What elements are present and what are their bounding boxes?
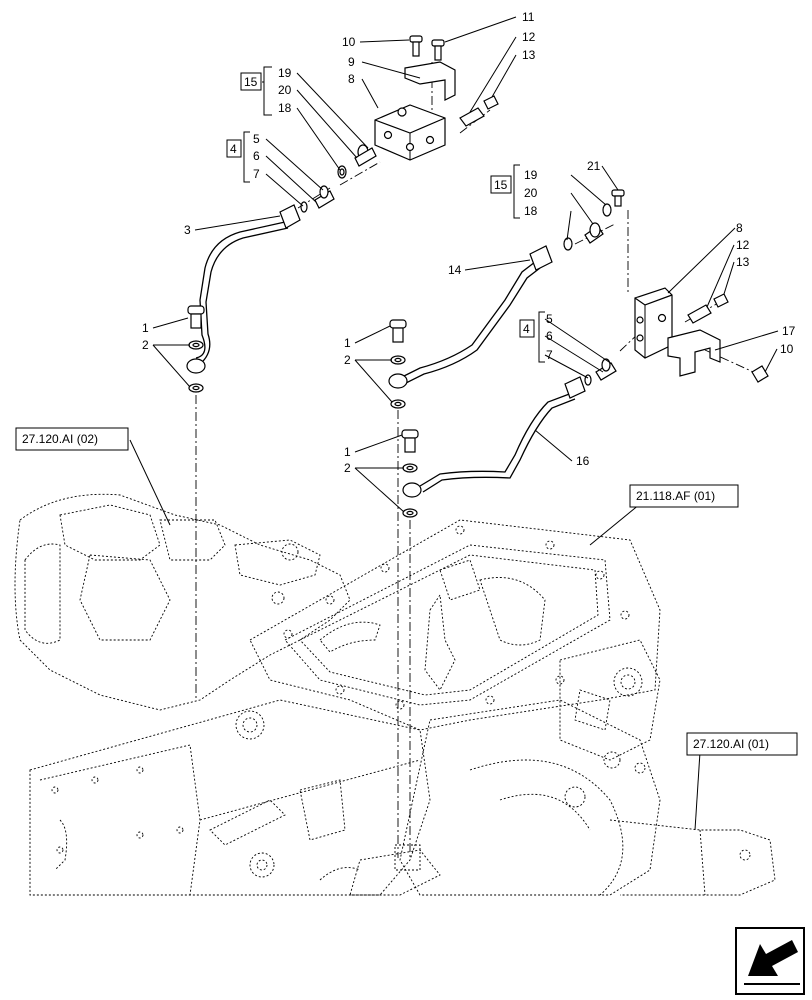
callout-9[interactable]: 9 — [348, 55, 355, 69]
reference-label[interactable]: 27.120.AI (02) — [22, 432, 98, 446]
reference-link-21-118-af-01[interactable]: 21.118.AF (01) — [629, 484, 739, 508]
alignment-lines — [195, 62, 761, 858]
callout-1[interactable]: 1 — [344, 445, 351, 459]
parts-banjo-lower — [401, 429, 422, 518]
callout-19[interactable]: 19 — [524, 168, 538, 182]
callout-11[interactable]: 11 — [522, 10, 535, 24]
reference-links: 27.120.AI (02) 21.118.AF (01) 27.120.AI … — [15, 427, 798, 756]
group-brackets — [243, 66, 545, 363]
callout-5[interactable]: 5 — [253, 132, 260, 146]
callout-6[interactable]: 6 — [253, 149, 260, 163]
callout-15[interactable]: 15 — [494, 178, 508, 192]
callout-7[interactable]: 7 — [253, 167, 260, 181]
callout-8[interactable]: 8 — [348, 72, 355, 86]
callout-14[interactable]: 14 — [448, 263, 462, 277]
callout-10[interactable]: 10 — [342, 35, 356, 49]
callout-12[interactable]: 12 — [736, 238, 750, 252]
callout-21[interactable]: 21 — [587, 159, 601, 173]
arrow-navigation-icon — [744, 940, 800, 985]
pipes — [195, 221, 576, 493]
callout-17[interactable]: 17 — [782, 324, 796, 338]
transmission-housing — [14, 493, 776, 896]
callout-1[interactable]: 1 — [344, 336, 351, 350]
callout-6[interactable]: 6 — [546, 329, 553, 343]
callout-2[interactable]: 2 — [344, 461, 351, 475]
callout-7[interactable]: 7 — [546, 348, 553, 362]
callout-18[interactable]: 18 — [278, 101, 292, 115]
callout-20[interactable]: 20 — [524, 186, 538, 200]
callout-15[interactable]: 15 — [244, 75, 258, 89]
callout-8[interactable]: 8 — [736, 221, 743, 235]
parts-banjo-left — [186, 305, 206, 393]
callout-2[interactable]: 2 — [344, 353, 351, 367]
callout-5[interactable]: 5 — [546, 312, 553, 326]
callout-20[interactable]: 20 — [278, 83, 292, 97]
callout-18[interactable]: 18 — [524, 204, 538, 218]
callout-box-15 — [240, 72, 262, 91]
callout-10[interactable]: 10 — [780, 342, 794, 356]
reference-label[interactable]: 21.118.AF (01) — [636, 489, 715, 503]
reference-link-27-120-ai-02[interactable]: 27.120.AI (02) — [15, 427, 129, 451]
leader-lines — [129, 16, 779, 831]
callout-12[interactable]: 12 — [522, 30, 536, 44]
callout-box-4 — [226, 139, 242, 158]
next-page-button[interactable] — [735, 927, 805, 995]
parts-banjo-center — [388, 319, 408, 409]
reference-label[interactable]: 27.120.AI (01) — [693, 737, 769, 751]
callout-box-15 — [490, 175, 512, 194]
callout-13[interactable]: 13 — [736, 255, 750, 269]
callout-19[interactable]: 19 — [278, 66, 292, 80]
callout-3[interactable]: 3 — [184, 223, 191, 237]
parts-right-block — [529, 189, 769, 399]
callout-13[interactable]: 13 — [522, 48, 536, 62]
callout-2[interactable]: 2 — [142, 338, 149, 352]
callout-16[interactable]: 16 — [576, 454, 590, 468]
callout-box-4 — [519, 319, 535, 338]
parts-top-block — [279, 35, 499, 229]
callout-4[interactable]: 4 — [523, 322, 530, 336]
reference-link-27-120-ai-01[interactable]: 27.120.AI (01) — [686, 732, 798, 756]
callout-labels: 10 11 9 12 13 8 15 19 20 18 4 5 6 7 3 1 … — [142, 10, 796, 475]
callout-4[interactable]: 4 — [230, 142, 237, 156]
callout-1[interactable]: 1 — [142, 321, 149, 335]
